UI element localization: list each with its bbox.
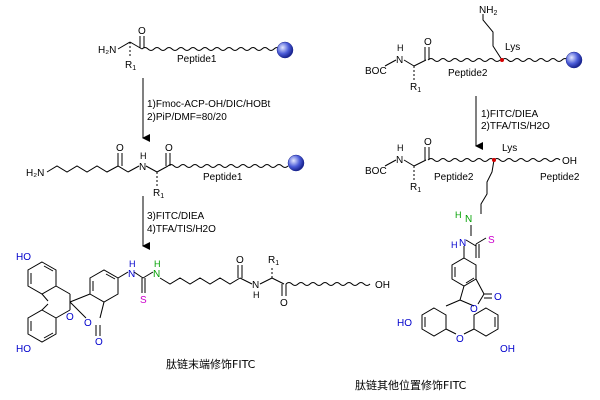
right-start-carbonyl-o: O <box>424 37 432 48</box>
right-fluorescein-core <box>421 246 499 337</box>
right-start-peptide-label: Peptide2 <box>448 68 488 79</box>
left-product-thiourea-n2: N <box>153 269 160 280</box>
resin-bead-left-intermediate <box>287 154 305 172</box>
left-product-ho-top: HO <box>16 252 31 263</box>
left-product-terminal-oh: OH <box>375 280 390 291</box>
left-product-thiourea-nh1: H <box>129 259 136 269</box>
peptide2-chain-b <box>501 58 569 62</box>
right-product-peptide-label-b: Peptide2 <box>540 172 580 183</box>
left-step2-line2: 4)TFA/TIS/H2O <box>147 224 216 235</box>
left-product-thiourea-nh2: H <box>154 259 161 269</box>
left-product-amide-nh: H <box>253 290 260 300</box>
left-step1-line2: 2)PiP/DMF=80/20 <box>147 112 227 123</box>
left-intermediate-amine: H₂N <box>26 168 44 179</box>
left-intermediate-carbonyl-o: O <box>165 143 173 154</box>
left-start-amine: H₂N <box>98 45 116 56</box>
left-product-amide-n: N <box>252 280 259 291</box>
resin-bead-left-start <box>276 41 294 59</box>
left-start-r-group: R1 <box>125 60 136 72</box>
right-start-attachment-dot <box>500 58 504 62</box>
left-intermediate-amide-o: O <box>116 143 124 154</box>
right-product-chain-a <box>427 158 495 162</box>
right-product-n: N <box>396 155 403 166</box>
left-intermediate-n: N <box>139 162 146 173</box>
left-product-thiourea-n1: N <box>128 269 135 280</box>
right-product-thiourea-nh1: H <box>455 210 462 220</box>
right-product-backbone <box>384 147 561 258</box>
right-product-oh-right: OH <box>500 344 515 355</box>
left-product-carbonyl-o: O <box>95 337 103 348</box>
left-intermediate-r-group: R1 <box>153 188 164 200</box>
right-start-nh: H <box>397 43 404 53</box>
left-product-sulfur: S <box>140 295 147 306</box>
right-product-boc: BOC <box>365 166 387 177</box>
right-start-lys: Lys <box>505 42 520 53</box>
right-product-terminal-oh: OH <box>562 156 577 167</box>
right-product-attachment-dot <box>492 158 496 162</box>
left-product-linker <box>159 265 371 296</box>
right-product-carbonyl-o2: O <box>494 292 502 303</box>
right-product-nh: H <box>397 143 404 153</box>
left-intermediate-nh: H <box>140 151 147 161</box>
left-step2-line1: 3)FITC/DIEA <box>147 211 205 222</box>
right-start-n: N <box>396 55 403 66</box>
left-product-ho-bottom: HO <box>16 344 31 355</box>
right-product-ho-left: HO <box>397 318 412 329</box>
right-product-r-group: R1 <box>410 182 421 194</box>
left-start-carbonyl-o: O <box>138 26 146 37</box>
left-product-ketone-o: O <box>280 298 288 309</box>
right-start-side-amine: NH2 <box>479 5 497 17</box>
right-product-sulfur: S <box>488 235 495 246</box>
right-start-r-group: R1 <box>410 82 421 94</box>
right-start-boc: BOC <box>365 66 387 77</box>
right-product-thiourea-n2: N <box>459 238 466 249</box>
caption-internal-modification: 肽链其他位置修饰FITC <box>355 379 467 392</box>
right-start-molecule <box>384 14 569 80</box>
right-product-carbonyl-o: O <box>424 137 432 148</box>
left-start-peptide-label: Peptide1 <box>177 54 217 65</box>
left-intermediate-peptide-label: Peptide1 <box>203 172 243 183</box>
right-product-ring-o: O <box>456 334 464 345</box>
right-product-peptide-label-a: Peptide2 <box>434 172 474 183</box>
right-product-thiourea-nh2: H <box>451 240 458 250</box>
peptide1-chain <box>141 47 281 51</box>
right-product-chain-b <box>493 158 561 162</box>
right-step-line2: 2)TFA/TIS/H2O <box>481 121 550 132</box>
right-product-lactone-o: O <box>470 304 478 315</box>
left-fluorescein-core <box>27 261 154 343</box>
left-step1-line1: 1)Fmoc-ACP-OH/DIC/HOBt <box>147 99 271 110</box>
resin-bead-right-start <box>565 51 583 69</box>
peptide2-chain-a <box>427 58 501 62</box>
left-product-r-group: R1 <box>268 255 279 267</box>
right-product-thiourea-n1: N <box>465 214 472 225</box>
caption-terminal-modification: 肽链末端修饰FITC <box>166 358 256 371</box>
left-product-amide-o: O <box>236 255 244 266</box>
right-product-lys: Lys <box>502 143 517 154</box>
left-product-ring-o: O <box>66 312 74 323</box>
right-step-line1: 1)FITC/DIEA <box>481 109 539 120</box>
left-product-peptide-chain <box>285 282 371 286</box>
left-product-lactone-o: O <box>84 318 92 329</box>
left-start-molecule <box>117 36 281 58</box>
peptide1-chain-intermediate <box>167 164 289 168</box>
left-intermediate-molecule <box>46 153 289 186</box>
